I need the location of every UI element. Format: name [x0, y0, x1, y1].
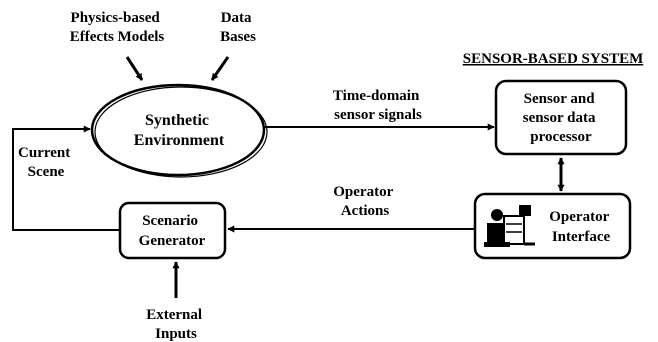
external-inputs-label: External Inputs — [146, 307, 206, 342]
databases-arrow — [210, 56, 230, 81]
physics-arrow — [125, 56, 144, 81]
system-title: SENSOR-BASED SYSTEM — [463, 51, 643, 67]
operator-interface-node: Operator Interface — [473, 192, 632, 260]
time-domain-label: Time-domain sensor signals — [333, 88, 423, 123]
scenario-generator-label: Scenario Generator — [139, 213, 206, 249]
operator-actions-label: Operator Actions — [333, 184, 396, 219]
current-scene-label: Current Scene — [18, 145, 74, 180]
sensor-processor-node: Sensor and sensor data processor — [494, 79, 628, 156]
databases-input-label: Data Bases — [220, 10, 256, 45]
operator-workstation-icon — [484, 205, 535, 247]
synthetic-environment-label: Synthetic Environment — [134, 112, 225, 149]
operator-interface-label: Operator Interface — [549, 209, 612, 245]
physics-input-label: Physics-based Effects Models — [70, 10, 165, 45]
sensor-processor-label: Sensor and sensor data processor — [523, 91, 599, 145]
current-scene-arrow — [12, 125, 119, 231]
synthetic-environment-node: Synthetic Environment — [90, 83, 268, 178]
scenario-generator-node: Scenario Generator — [118, 201, 227, 260]
